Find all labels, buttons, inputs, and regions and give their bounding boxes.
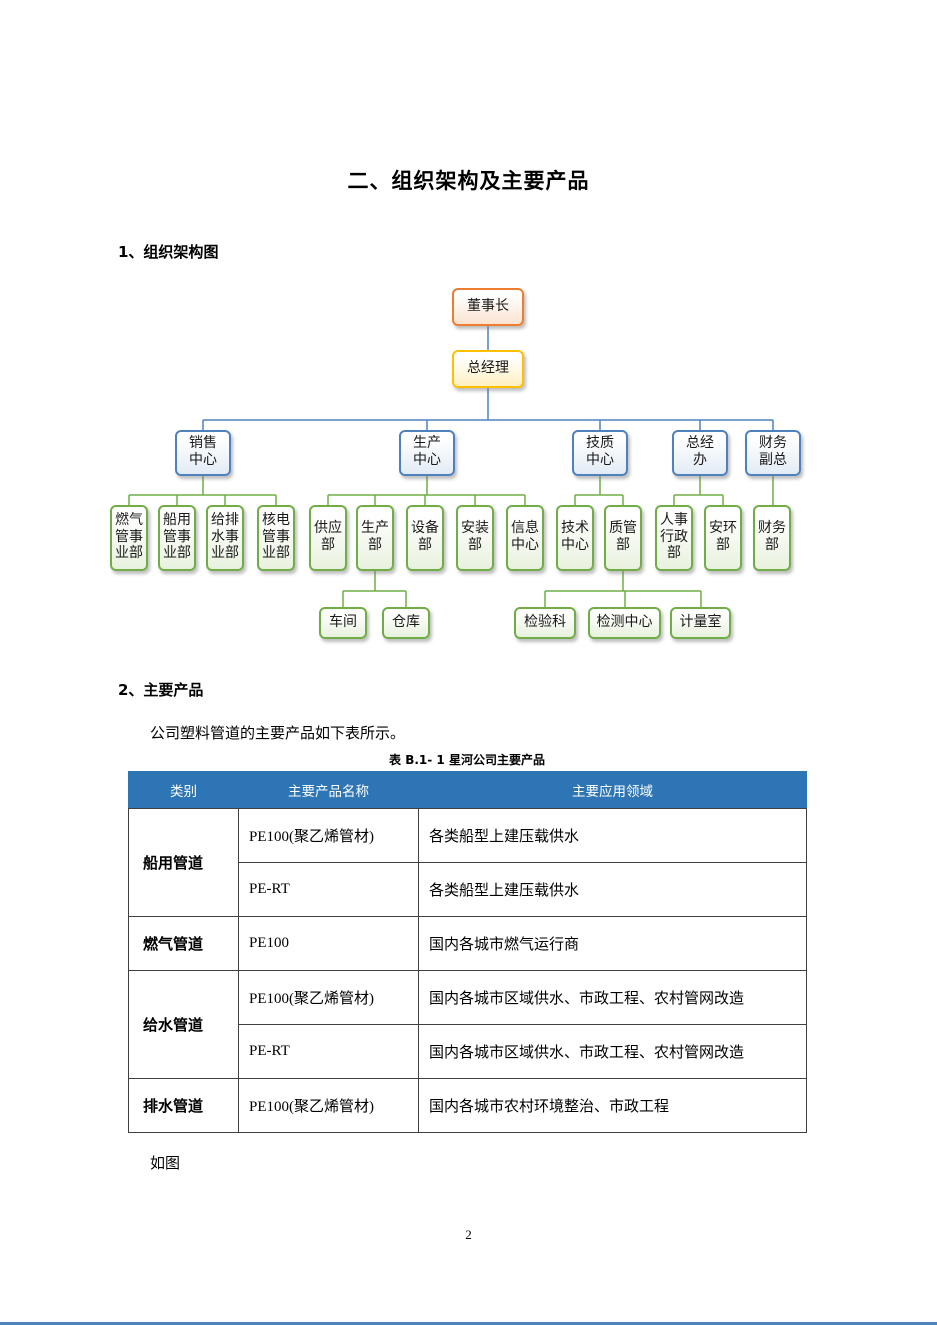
org-chart-connectors bbox=[128, 326, 774, 607]
org-node-chairman: 董事长 bbox=[452, 288, 524, 326]
figure-note: 如图 bbox=[150, 1156, 181, 1172]
org-node-installation-dept: 安装 部 bbox=[456, 505, 494, 571]
org-node-quality-dept-label: 质管 部 bbox=[609, 521, 637, 553]
org-node-workshop: 车间 bbox=[319, 607, 367, 639]
org-node-production-center: 生产 中心 bbox=[399, 430, 455, 476]
org-node-info-center: 信息 中心 bbox=[506, 505, 544, 571]
product-name-cell: PE-RT bbox=[238, 1024, 419, 1079]
org-node-testing-center-label: 检测中心 bbox=[596, 614, 653, 630]
org-node-marine-pipe-division-label: 船用 管事 业部 bbox=[163, 513, 191, 562]
org-node-general-manager-label: 总经理 bbox=[467, 360, 509, 376]
blue-connector-lines bbox=[202, 326, 774, 430]
org-node-tech-center-label: 技术 中心 bbox=[561, 521, 589, 553]
org-node-testing-center: 检测中心 bbox=[588, 607, 661, 639]
org-node-gas-pipe-division-label: 燃气 管事 业部 bbox=[115, 513, 143, 562]
org-node-quality-dept: 质管 部 bbox=[604, 505, 642, 571]
org-chart: 董事长 总经理 销售 中心 生产 中心 技质 中心 总经 办 财务 副总 燃气 … bbox=[0, 280, 937, 655]
org-node-warehouse-label: 仓库 bbox=[392, 614, 420, 630]
org-node-water-drainage-division-label: 给排 水事 业部 bbox=[211, 513, 239, 562]
category-cell-gas: 燃气管道 bbox=[128, 916, 239, 971]
org-node-gm-office: 总经 办 bbox=[672, 430, 728, 476]
product-name-cell: PE100(聚乙烯管材) bbox=[238, 1078, 419, 1133]
application-cell: 各类船型上建压载供水 bbox=[418, 862, 807, 917]
org-node-finance-vp-label: 财务 副总 bbox=[759, 436, 787, 468]
org-node-tech-quality-center: 技质 中心 bbox=[572, 430, 628, 476]
product-name-cell: PE-RT bbox=[238, 862, 419, 917]
org-node-metrology-room: 计量室 bbox=[670, 607, 731, 639]
org-node-water-drainage-division: 给排 水事 业部 bbox=[206, 505, 244, 571]
org-node-finance-vp: 财务 副总 bbox=[745, 430, 801, 476]
table-row: 船用管道 PE100(聚乙烯管材) 各类船型上建压载供水 bbox=[128, 808, 807, 917]
section1-heading: 1、组织架构图 bbox=[118, 243, 219, 261]
page-title: 二、组织架构及主要产品 bbox=[347, 169, 590, 193]
product-name-cell: PE100 bbox=[238, 916, 419, 971]
org-node-hr-admin-dept-label: 人事 行政 部 bbox=[660, 513, 688, 562]
org-node-nuclear-pipe-division-label: 核电 管事 业部 bbox=[262, 513, 290, 562]
org-node-supply-dept-label: 供应 部 bbox=[314, 521, 342, 553]
org-node-safety-env-dept: 安环 部 bbox=[704, 505, 742, 571]
application-cell: 国内各城市区域供水、市政工程、农村管网改造 bbox=[418, 970, 807, 1025]
intro-paragraph: 公司塑料管道的主要产品如下表所示。 bbox=[150, 726, 406, 742]
org-node-chairman-label: 董事长 bbox=[467, 298, 509, 314]
org-node-finance-dept-label: 财务 部 bbox=[758, 521, 786, 553]
org-node-info-center-label: 信息 中心 bbox=[511, 521, 539, 553]
category-cell-water-supply: 给水管道 bbox=[128, 970, 239, 1079]
application-cell: 国内各城市燃气运行商 bbox=[418, 916, 807, 971]
bottom-edge-strip bbox=[0, 1322, 937, 1325]
col-header-category: 类别 bbox=[128, 771, 239, 809]
org-node-inspection-section: 检验科 bbox=[514, 607, 576, 639]
org-node-workshop-label: 车间 bbox=[329, 614, 357, 630]
org-node-tech-quality-center-label: 技质 中心 bbox=[586, 436, 614, 468]
org-node-tech-center: 技术 中心 bbox=[556, 505, 594, 571]
org-node-supply-dept: 供应 部 bbox=[309, 505, 347, 571]
application-cell: 国内各城市区域供水、市政工程、农村管网改造 bbox=[418, 1024, 807, 1079]
org-node-nuclear-pipe-division: 核电 管事 业部 bbox=[257, 505, 295, 571]
table-caption: 表 B.1- 1 星河公司主要产品 bbox=[389, 753, 545, 767]
application-cell: 各类船型上建压载供水 bbox=[418, 808, 807, 863]
org-node-general-manager: 总经理 bbox=[452, 350, 524, 388]
org-node-safety-env-dept-label: 安环 部 bbox=[709, 521, 737, 553]
org-node-finance-dept: 财务 部 bbox=[753, 505, 791, 571]
org-node-sales-center-label: 销售 中心 bbox=[189, 436, 217, 468]
table-header-row: 类别 主要产品名称 主要应用领域 bbox=[128, 771, 807, 809]
org-node-warehouse: 仓库 bbox=[382, 607, 430, 639]
product-name-cell: PE100(聚乙烯管材) bbox=[238, 970, 419, 1025]
page-number: 2 bbox=[465, 1227, 472, 1242]
col-header-product-name: 主要产品名称 bbox=[238, 771, 419, 809]
col-header-application: 主要应用领域 bbox=[418, 771, 807, 809]
org-node-equipment-dept: 设备 部 bbox=[406, 505, 444, 571]
org-node-inspection-section-label: 检验科 bbox=[524, 614, 566, 630]
org-node-production-dept-label: 生产 部 bbox=[361, 521, 389, 553]
org-node-metrology-room-label: 计量室 bbox=[679, 614, 722, 630]
table-row: 燃气管道 PE100 国内各城市燃气运行商 bbox=[128, 916, 807, 971]
org-node-installation-dept-label: 安装 部 bbox=[461, 521, 489, 553]
application-cell: 国内各城市农村环境整治、市政工程 bbox=[418, 1078, 807, 1133]
org-node-equipment-dept-label: 设备 部 bbox=[411, 521, 439, 553]
org-node-gm-office-label: 总经 办 bbox=[686, 436, 714, 468]
table-row: 给水管道 PE100(聚乙烯管材) 国内各城市区域供水、市政工程、农村管网改造 bbox=[128, 970, 807, 1079]
category-cell-marine: 船用管道 bbox=[128, 808, 239, 917]
product-table: 类别 主要产品名称 主要应用领域 船用管道 PE100(聚乙烯管材) 各类船型上… bbox=[128, 771, 807, 1133]
org-node-hr-admin-dept: 人事 行政 部 bbox=[655, 505, 693, 571]
product-name-cell: PE100(聚乙烯管材) bbox=[238, 808, 419, 863]
section2-heading: 2、主要产品 bbox=[118, 681, 204, 699]
org-node-production-center-label: 生产 中心 bbox=[413, 436, 441, 468]
org-node-production-dept: 生产 部 bbox=[356, 505, 394, 571]
table-row: 排水管道 PE100(聚乙烯管材) 国内各城市农村环境整治、市政工程 bbox=[128, 1078, 807, 1133]
org-node-marine-pipe-division: 船用 管事 业部 bbox=[158, 505, 196, 571]
org-node-gas-pipe-division: 燃气 管事 业部 bbox=[110, 505, 148, 571]
category-cell-drainage: 排水管道 bbox=[128, 1078, 239, 1133]
green-connector-lines bbox=[128, 476, 774, 607]
org-node-sales-center: 销售 中心 bbox=[175, 430, 231, 476]
